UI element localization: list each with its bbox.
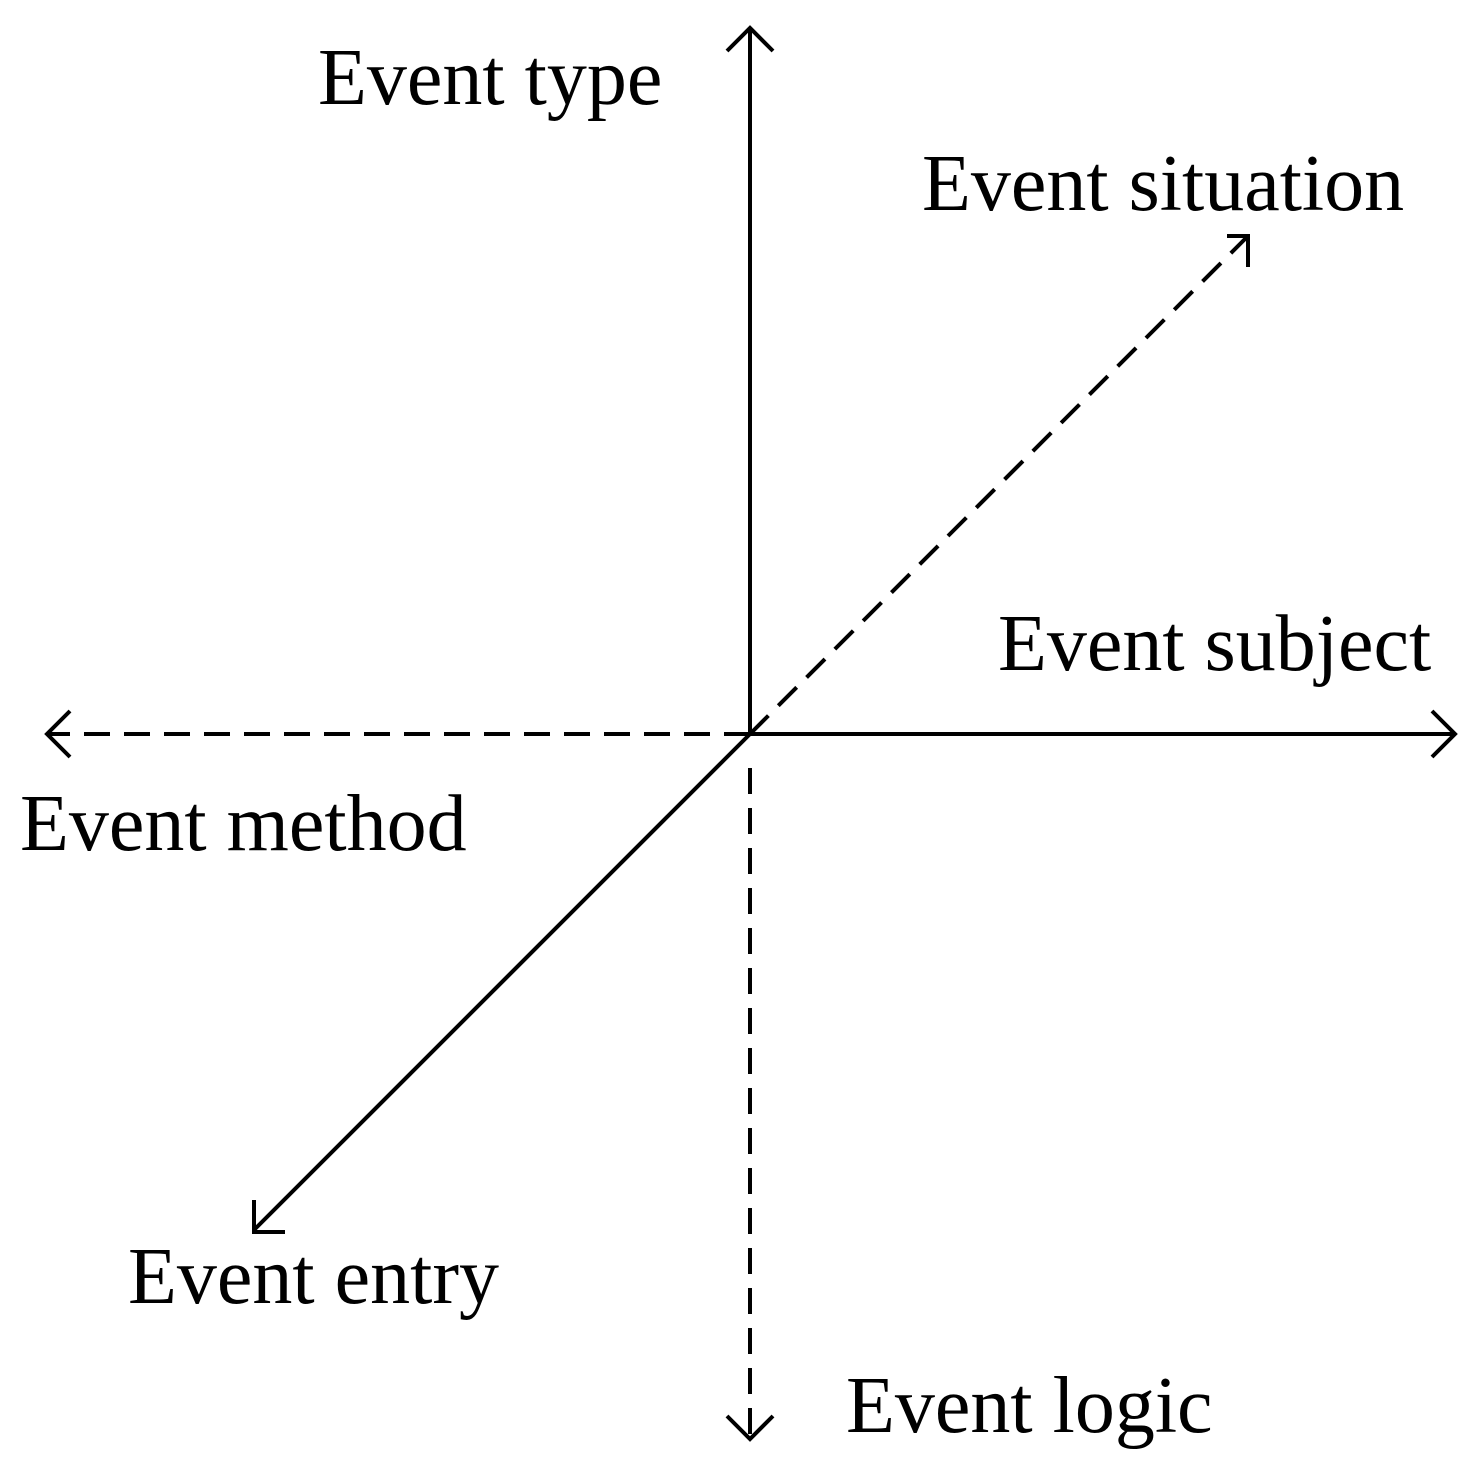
axis-line-situation — [748, 236, 1248, 736]
arrowhead-type — [725, 25, 775, 53]
label-event-situation: Event situation — [922, 140, 1404, 228]
label-event-method: Event method — [20, 780, 467, 868]
axis-line-entry — [252, 732, 752, 1232]
label-event-type: Event type — [318, 34, 662, 122]
arrowhead-method — [44, 709, 72, 759]
arrowhead-entry — [252, 1200, 285, 1234]
label-event-entry: Event entry — [128, 1233, 499, 1321]
label-event-logic: Event logic — [846, 1362, 1213, 1450]
label-event-subject: Event subject — [998, 600, 1431, 688]
arrowhead-subject — [1430, 709, 1458, 759]
arrowhead-logic — [725, 1414, 775, 1442]
arrowhead-situation — [1227, 234, 1250, 267]
